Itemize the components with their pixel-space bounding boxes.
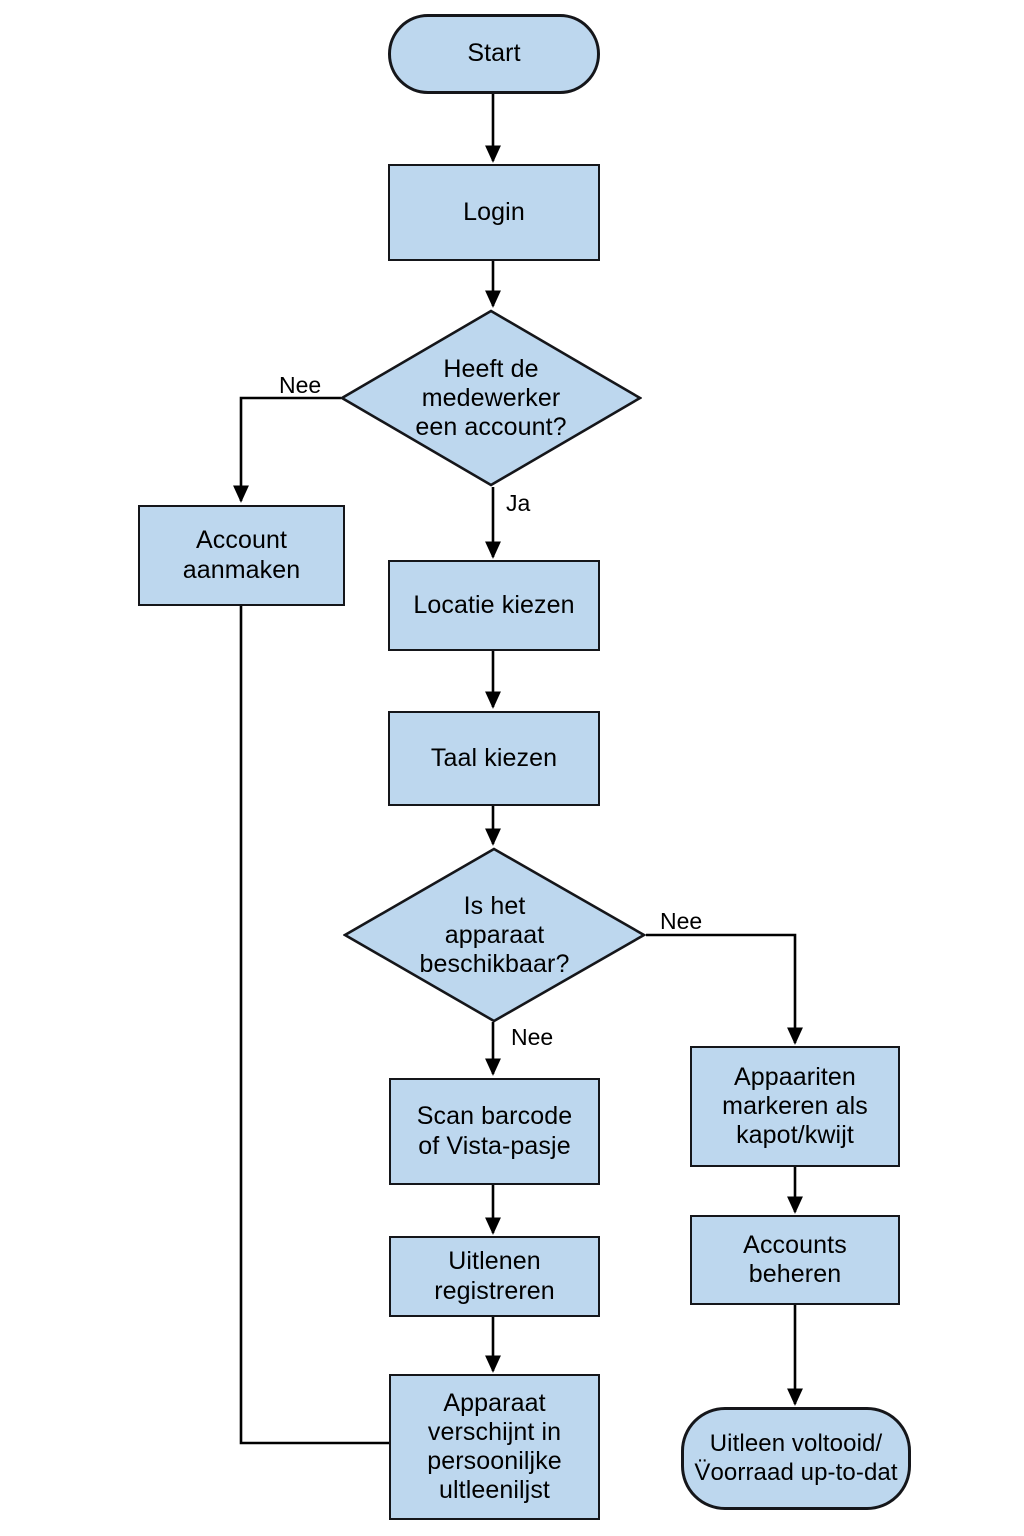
node-login-label: Login (463, 197, 525, 226)
node-uitlenen-registreren-label: Uitlenen registreren (434, 1247, 555, 1305)
node-uitleen-voltooid[interactable]: Uitleen voltooid/ V̈oorraad up-to-dat (681, 1407, 911, 1510)
node-beschikbaar-decision[interactable]: Is het apparaat beschikbaar? (343, 847, 646, 1023)
node-taal-kiezen-label: Taal kiezen (430, 743, 558, 772)
node-markeren-kapot-kwijt-label: Appaariten markeren als kapot/kwijt (722, 1062, 868, 1150)
edge-label-nee-account: Nee (279, 372, 322, 398)
edge-beschikbaar-nee-right (646, 933, 804, 1045)
edge-account-aanmaken-loop (239, 606, 389, 1445)
node-account-aanmaken[interactable]: Account aanmaken (138, 505, 345, 606)
node-uitleen-voltooid-label: Uitleen voltooid/ V̈oorraad up-to-dat (694, 1430, 898, 1486)
node-markeren-kapot-kwijt[interactable]: Appaariten markeren als kapot/kwijt (690, 1046, 900, 1167)
node-locatie-kiezen-label: Locatie kiezen (413, 590, 575, 619)
edge-label-nee-beschikbaar-right: Nee (660, 908, 703, 934)
diamond-shape (343, 847, 646, 1023)
edge-label-ja-account: Ja (506, 490, 531, 516)
node-uitlenen-registreren[interactable]: Uitlenen registreren (389, 1236, 600, 1317)
edge-heeft-account-nee (232, 396, 341, 503)
node-taal-kiezen[interactable]: Taal kiezen (388, 711, 600, 806)
node-heeft-account-decision[interactable]: Heeft de medewerker een account? (340, 309, 642, 487)
node-locatie-kiezen[interactable]: Locatie kiezen (388, 560, 600, 651)
edge-label-nee-beschikbaar-down: Nee (511, 1024, 554, 1050)
node-account-aanmaken-label: Account aanmaken (182, 526, 301, 584)
node-apparaat-uitleenlijst-label: Apparaat verschijnt in persooniljke ultl… (427, 1388, 562, 1505)
node-heeft-account-label: Heeft de medewerker een account? (415, 354, 567, 441)
node-scan-barcode[interactable]: Scan barcode of Vista-pasje (389, 1078, 600, 1185)
node-beschikbaar-label: Is het apparaat beschikbaar? (419, 891, 570, 978)
node-start-label: Start (467, 39, 521, 68)
node-start[interactable]: Start (388, 14, 600, 94)
node-accounts-beheren[interactable]: Accounts beheren (690, 1215, 900, 1305)
node-apparaat-uitleenlijst[interactable]: Apparaat verschijnt in persooniljke ultl… (389, 1374, 600, 1520)
diamond-shape (340, 309, 642, 487)
node-scan-barcode-label: Scan barcode of Vista-pasje (416, 1102, 573, 1160)
node-login[interactable]: Login (388, 164, 600, 261)
node-accounts-beheren-label: Accounts beheren (743, 1230, 847, 1288)
